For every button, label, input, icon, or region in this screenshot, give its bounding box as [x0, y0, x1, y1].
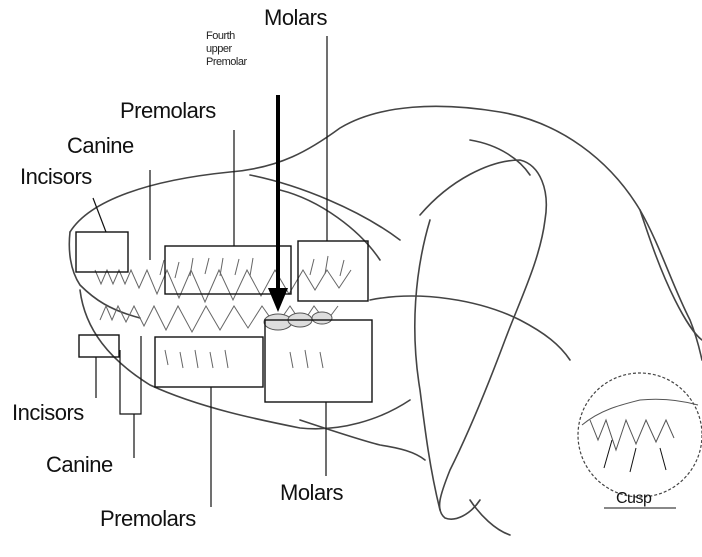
label-fourth-line1: Fourth [206, 30, 247, 43]
box-lower-premolars [155, 337, 263, 387]
label-cusp: Cusp [616, 490, 651, 508]
label-fourth-upper-premolar: Fourth upper Premolar [206, 30, 247, 69]
cusp-inset [578, 373, 702, 508]
label-premolars-top: Premolars [120, 98, 216, 124]
label-canine-top: Canine [67, 133, 134, 159]
box-upper-molars [298, 241, 368, 301]
label-incisors-top: Incisors [20, 164, 92, 190]
carnassial-sketch [264, 312, 332, 330]
label-canine-bottom: Canine [46, 452, 113, 478]
leader-canine-bottom [120, 336, 141, 414]
label-molars-top: Molars [264, 5, 327, 31]
label-fourth-line2: upper [206, 43, 247, 56]
fourth-premolar-arrow [268, 95, 288, 312]
upper-teeth-sketch [95, 256, 351, 302]
label-incisors-bottom: Incisors [12, 400, 84, 426]
box-lower-molars [265, 320, 372, 402]
label-premolars-bottom: Premolars [100, 506, 196, 532]
skull-outline [69, 106, 702, 535]
box-upper-incisors [76, 232, 128, 272]
label-molars-bottom: Molars [280, 480, 343, 506]
label-fourth-line3: Premolar [206, 56, 247, 69]
